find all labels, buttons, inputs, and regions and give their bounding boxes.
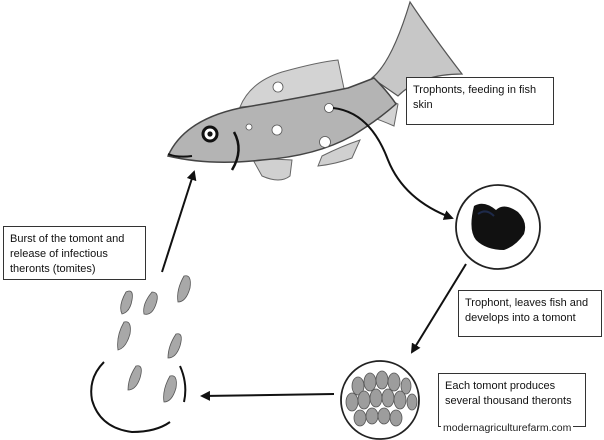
burst-wall-left [90, 361, 171, 434]
theront [163, 375, 177, 403]
trophont-circle [455, 184, 541, 270]
label-burst-text: Burst of the tomont and release of infec… [10, 233, 125, 275]
fish-spot [319, 136, 331, 148]
arrow-to-burst [200, 390, 335, 401]
theront [167, 333, 182, 359]
theront [177, 275, 191, 303]
trophont-blob [471, 203, 526, 250]
fish-spot [245, 123, 253, 131]
fish-spot [324, 103, 334, 113]
fish-body [166, 77, 397, 163]
tomont-circle [340, 360, 420, 440]
theront [117, 321, 131, 351]
arrow-to-fish [161, 170, 197, 273]
fish-mouth [167, 153, 193, 158]
theronts [117, 275, 191, 403]
label-leaves-text: Trophont, leaves fish and develops into … [465, 297, 589, 324]
arrow-to-tomont [410, 263, 467, 354]
fish-gill [230, 131, 240, 171]
label-trophont-leaves: Trophont, leaves fish and develops into … [458, 290, 602, 337]
theront [127, 365, 142, 391]
label-trophonts-text: Trophonts, feeding in fish skin [413, 84, 537, 111]
label-tomont-produces: Each tomont produces several thousand th… [438, 373, 586, 427]
fish-spot [272, 81, 284, 93]
burst-wall-right [179, 365, 187, 403]
theront [143, 291, 158, 315]
anal-fin [317, 139, 361, 167]
fish-pupil [207, 131, 213, 137]
arrow-to-trophont [332, 107, 454, 220]
watermark: modernagriculturefarm.com [441, 422, 574, 434]
label-burst-release: Burst of the tomont and release of infec… [3, 226, 146, 280]
theront [120, 290, 133, 315]
label-trophonts-feeding: Trophonts, feeding in fish skin [406, 77, 554, 125]
label-produces-text: Each tomont produces several thousand th… [445, 380, 572, 407]
fish-spot [271, 124, 283, 136]
burst-tomont [90, 361, 187, 434]
fish [166, 0, 464, 181]
pelvic-fin [251, 157, 293, 181]
